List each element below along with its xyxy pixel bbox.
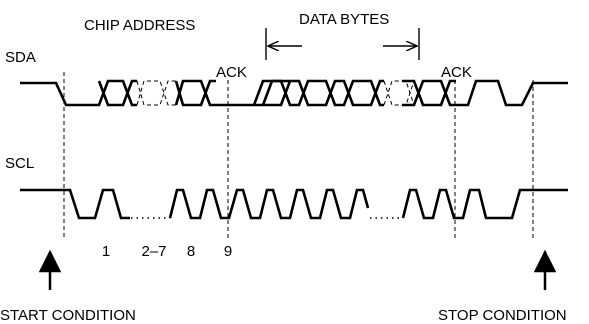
ack-label-2: ACK [441,64,472,81]
clock-number-9: 9 [224,243,232,260]
sda-waveform [20,79,568,107]
sda-label: SDA [5,49,36,66]
chip-address-label: CHIP ADDRESS [84,17,195,34]
clock-number-8: 8 [187,243,195,260]
data-bytes-bracket [265,28,420,60]
ack-label-1: ACK [216,64,247,81]
clock-number-1: 1 [102,243,110,260]
stop-condition-label: STOP CONDITION [438,307,567,324]
clock-number-2-7: 2–7 [141,243,166,260]
scl-label: SCL [5,155,34,172]
scl-waveform [20,188,568,220]
data-bytes-label: DATA BYTES [299,11,389,28]
start-condition-label: START CONDITION [0,307,136,324]
